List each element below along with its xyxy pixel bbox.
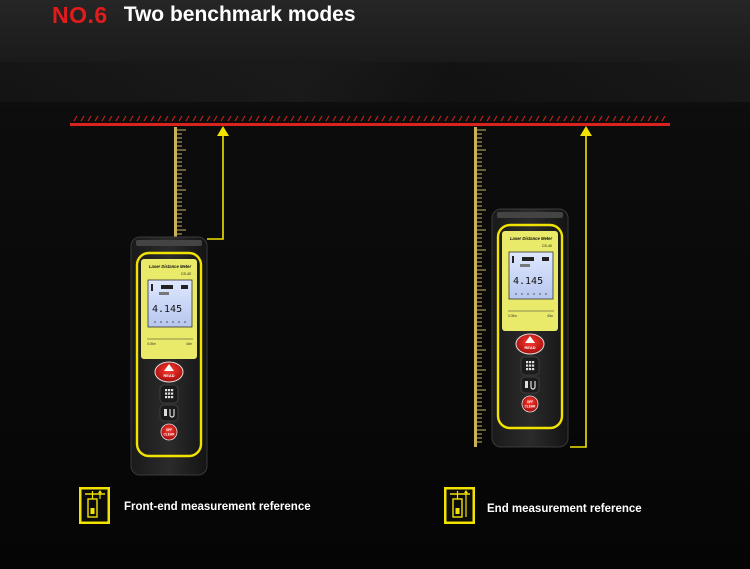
device-range-right: 40m <box>547 314 554 318</box>
caption-front-reference: Front-end measurement reference <box>124 501 311 513</box>
device-reading: 4.145 <box>513 276 543 287</box>
device-range-left: 0.05m <box>147 342 156 346</box>
wall-shading <box>0 62 750 102</box>
laser-line <box>70 115 670 126</box>
device-off-clear-button <box>521 395 539 413</box>
section-number: NO.6 <box>52 1 108 28</box>
ruler-right <box>474 127 486 447</box>
device-reading: 4.145 <box>152 304 182 315</box>
device-yellow-trim <box>135 251 203 458</box>
device-yellow-trim <box>496 223 564 430</box>
device-read-button <box>515 333 545 355</box>
device-off-clear-button <box>160 423 178 441</box>
arrow-end-reference <box>570 126 592 448</box>
caption-end-reference: End measurement reference <box>487 503 642 515</box>
device-model: CS-40 <box>542 244 552 248</box>
arrow-front-reference <box>207 126 229 240</box>
device-read-button <box>154 361 184 383</box>
device-label: Laser Distance Meter <box>149 264 191 269</box>
device-off-label: OFF <box>527 400 533 404</box>
ruler-left <box>174 127 186 239</box>
device-label: Laser Distance Meter <box>510 236 552 241</box>
device-unit-button <box>520 376 540 394</box>
header-band <box>0 0 750 62</box>
device-range-right: 40m <box>186 342 193 346</box>
device-clear-label: CLEAR <box>525 405 537 409</box>
device-clear-label: CLEAR <box>164 433 176 437</box>
section-title: Two benchmark modes <box>123 3 356 26</box>
device-read-label: READ <box>524 345 535 350</box>
device-range-left: 0.05m <box>508 314 517 318</box>
page-header: NO.6 Two benchmark modes <box>52 2 356 28</box>
front-reference-icon <box>79 487 110 524</box>
device-read-label: READ <box>163 373 174 378</box>
device-model: CS-40 <box>181 272 191 276</box>
device-unit-button <box>159 404 179 422</box>
device-off-label: OFF <box>166 428 172 432</box>
end-reference-icon <box>444 487 475 524</box>
